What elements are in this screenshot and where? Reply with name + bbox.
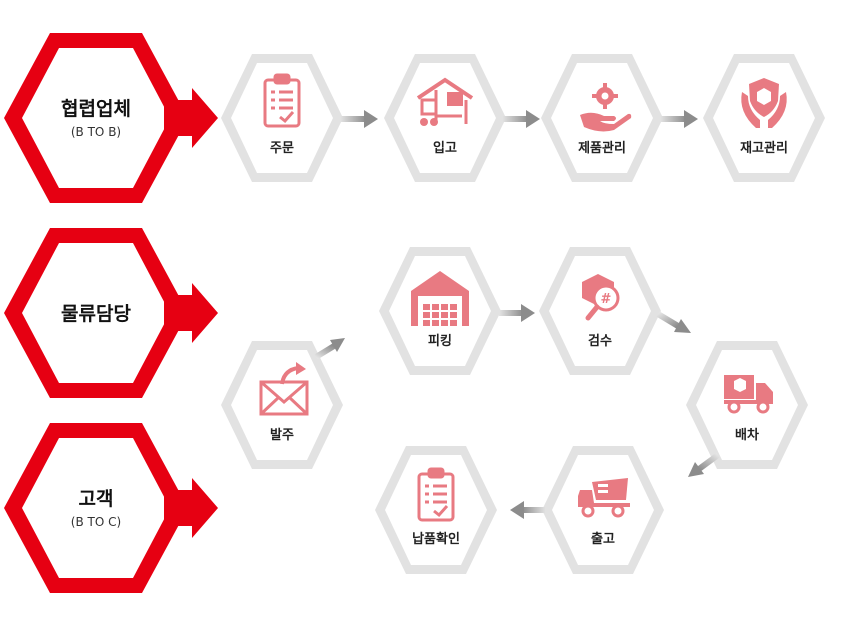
flow-arrow	[660, 110, 698, 128]
svg-text:#: #	[601, 292, 612, 307]
clipboard-icon	[263, 73, 301, 128]
step-purchase: 발주	[221, 341, 343, 469]
step-inbound-label: 입고	[433, 141, 457, 156]
step-delivery-label: 납품확인	[412, 531, 460, 547]
step-delivery: 납품확인	[375, 446, 497, 574]
step-order: 주문	[221, 54, 343, 182]
step-dispatch: 배차	[686, 341, 808, 469]
step-product: 제품관리	[541, 54, 663, 182]
flow-arrow	[314, 338, 345, 360]
actor-customer-sub: (B TO C)	[71, 515, 121, 529]
flow-arrow	[688, 452, 720, 477]
flow-arrow	[499, 304, 535, 322]
step-dispatch-label: 배차	[735, 427, 759, 443]
envelope-icon	[259, 362, 309, 416]
dump-truck-icon	[578, 478, 630, 518]
clipboard-check-icon	[417, 467, 455, 522]
actor-partner-sub: (B TO B)	[71, 125, 121, 139]
hands-shield-icon	[741, 78, 787, 128]
flow-arrow	[656, 311, 691, 333]
warehouse-icon	[411, 271, 469, 326]
actor-arrow	[164, 88, 218, 148]
actor-logistics-name: 물류담당	[61, 303, 131, 325]
step-inventory-label: 재고관리	[740, 140, 788, 156]
step-shipping-label: 출고	[591, 531, 615, 547]
step-picking: 피킹	[379, 247, 501, 375]
actor-partner: 협렵업체 (B TO B)	[4, 33, 218, 203]
hand-gear-icon	[580, 83, 632, 132]
actor-partner-name: 협렵업체	[61, 98, 131, 120]
actor-customer: 고객 (B TO C)	[4, 423, 218, 593]
truck-icon	[724, 375, 773, 414]
step-shipping: 출고	[542, 446, 664, 574]
flow-arrow	[502, 110, 540, 128]
actor-logistics: 물류담당	[4, 228, 218, 398]
step-order-label: 주문	[270, 141, 294, 156]
forklift-warehouse-icon	[416, 77, 474, 126]
step-inspection-label: 검수	[588, 334, 612, 349]
actor-arrow	[164, 283, 218, 343]
magnifier-box-icon: #	[582, 274, 620, 321]
flow-arrow	[340, 110, 378, 128]
step-inventory: 재고관리	[703, 54, 825, 182]
flow-arrow	[510, 501, 546, 519]
step-inspection: # 검수	[539, 247, 661, 375]
actor-customer-name: 고객	[79, 488, 114, 510]
step-purchase-label: 발주	[270, 427, 294, 443]
step-picking-label: 피킹	[428, 334, 452, 349]
step-inbound: 입고	[384, 54, 506, 182]
step-product-label: 제품관리	[578, 140, 626, 156]
actor-arrow	[164, 478, 218, 538]
